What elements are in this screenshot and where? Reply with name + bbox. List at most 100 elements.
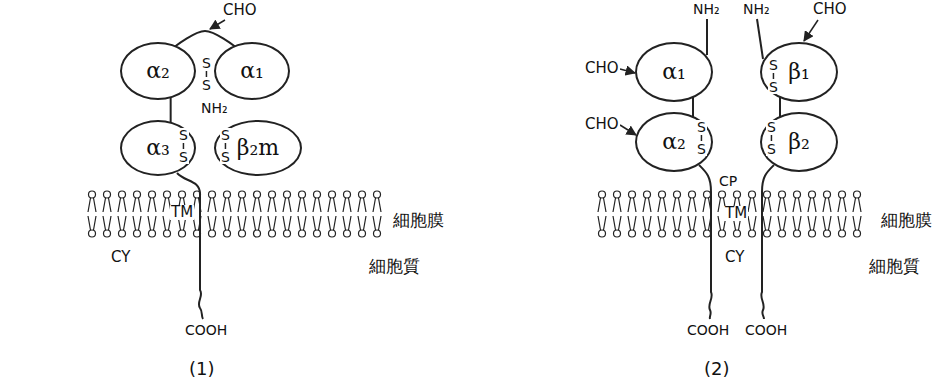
domain-name: α₃	[146, 137, 170, 159]
lipid-tail	[133, 216, 141, 230]
lipid-head	[824, 230, 831, 237]
cytoplasm-label: 細胞質	[368, 258, 421, 275]
lipid-head	[854, 230, 861, 237]
lipid-head	[719, 191, 726, 198]
lipid-tail	[373, 216, 381, 230]
lipid-head	[614, 230, 621, 237]
lipid-head	[299, 191, 306, 198]
lipid-head	[344, 191, 351, 198]
disulfide-bond	[771, 135, 773, 141]
region-label: CY	[724, 250, 745, 265]
sulfur-atom: S	[766, 142, 777, 156]
terminus-label: COOH	[686, 323, 730, 337]
lipid-head	[209, 191, 216, 198]
lipid-head	[314, 191, 321, 198]
lipid-tail	[343, 216, 351, 230]
lipid-tail	[283, 198, 291, 212]
terminus-label: NH₂	[742, 2, 771, 16]
lipid-head	[749, 230, 756, 237]
terminus-label: NH₂	[200, 101, 229, 115]
lipid-tail	[253, 216, 261, 230]
lipid-head	[104, 230, 111, 237]
lipid-tail	[103, 198, 111, 212]
lipid-head	[704, 230, 711, 237]
leader-arrow	[620, 125, 636, 135]
carbohydrate-label: CHO	[584, 61, 620, 76]
lipid-tail	[673, 216, 681, 230]
lipid-head	[209, 230, 216, 237]
lipid-head	[764, 230, 771, 237]
lipid-tail	[853, 216, 861, 230]
lipid-head	[809, 191, 816, 198]
lipid-tail	[793, 216, 801, 230]
polypeptide-chain	[757, 19, 763, 59]
lipid-tail	[703, 216, 711, 230]
protein-domain: α₁	[214, 42, 290, 100]
lipid-head	[224, 230, 231, 237]
lipid-head	[794, 191, 801, 198]
sulfur-atom: S	[696, 142, 707, 156]
lipid-tail	[118, 198, 126, 212]
membrane-label: 細胞膜	[392, 212, 445, 229]
lipid-tail	[688, 216, 696, 230]
lipid-tail	[748, 216, 756, 230]
lipid-head	[119, 230, 126, 237]
disulfide-bond	[701, 135, 703, 141]
lipid-head	[734, 191, 741, 198]
lipid-head	[599, 230, 606, 237]
domain-name: α₁	[240, 60, 264, 82]
lipid-head	[344, 230, 351, 237]
lipid-head	[89, 230, 96, 237]
lipid-head	[689, 191, 696, 198]
lipid-tail	[253, 198, 261, 212]
polypeptide-chain	[761, 165, 774, 319]
lipid-tail	[208, 198, 216, 212]
region-label: CP	[718, 174, 738, 188]
terminus-label: COOH	[184, 323, 228, 337]
domain-name: β₁	[788, 61, 810, 83]
lipid-head	[599, 191, 606, 198]
domain-name: α₂	[146, 60, 170, 82]
lipid-head	[179, 191, 186, 198]
lipid-tail	[673, 198, 681, 212]
lipid-head	[149, 230, 156, 237]
lipid-tail	[808, 216, 816, 230]
lipid-tail	[778, 198, 786, 212]
lipid-head	[134, 191, 141, 198]
lipid-tail	[688, 198, 696, 212]
lipid-head	[374, 191, 381, 198]
lipid-tail	[148, 216, 156, 230]
lipid-head	[779, 191, 786, 198]
disulfide-bond	[773, 73, 775, 79]
cytoplasm-label: 細胞質	[868, 258, 921, 275]
lipid-head	[839, 191, 846, 198]
lipid-tail	[598, 198, 606, 212]
domain-name: α₁	[662, 61, 686, 83]
lipid-tail	[238, 216, 246, 230]
lipid-tail	[313, 216, 321, 230]
lipid-head	[644, 191, 651, 198]
lipid-head	[179, 230, 186, 237]
lipid-tail	[268, 198, 276, 212]
lipid-tail	[763, 198, 771, 212]
lipid-head	[839, 230, 846, 237]
leader-arrow	[620, 69, 635, 73]
lipid-head	[119, 191, 126, 198]
lipid-tail	[658, 216, 666, 230]
lipid-head	[659, 230, 666, 237]
lipid-head	[629, 230, 636, 237]
lipid-head	[134, 230, 141, 237]
lipid-tail	[238, 198, 246, 212]
lipid-tail	[373, 198, 381, 212]
lipid-head	[719, 230, 726, 237]
sulfur-atom: S	[201, 78, 212, 92]
lipid-head	[749, 191, 756, 198]
disulfide-bond	[225, 143, 227, 149]
lipid-tail	[223, 216, 231, 230]
chain-link	[692, 97, 694, 117]
lipid-head	[254, 191, 261, 198]
lipid-tail	[628, 216, 636, 230]
sulfur-atom: S	[178, 128, 189, 142]
sulfur-atom: S	[768, 58, 779, 72]
